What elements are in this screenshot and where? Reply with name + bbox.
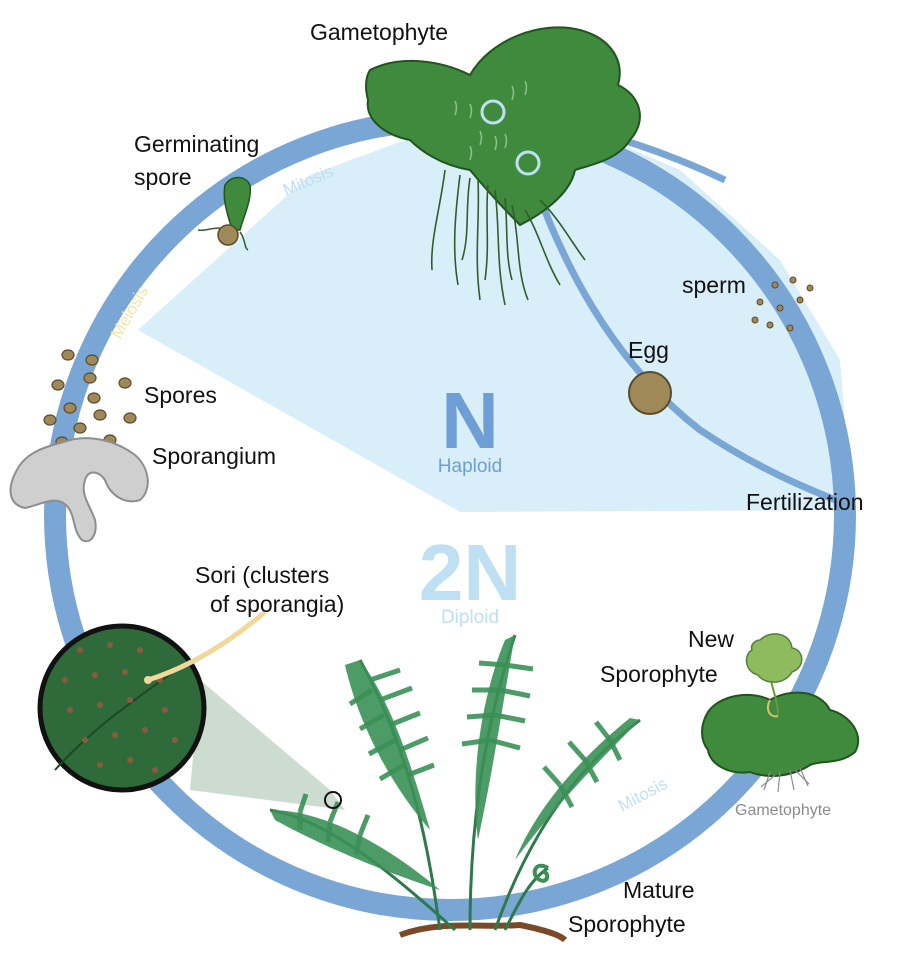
gametophyte-label: Gametophyte xyxy=(310,19,448,45)
germinating-spore-illustration xyxy=(197,176,252,251)
diploid-name: Diploid xyxy=(441,607,499,628)
egg-label: Egg xyxy=(628,337,669,363)
germinating-spore-label-line2: spore xyxy=(134,164,192,190)
mature-sporophyte-label-line2: Sporophyte xyxy=(568,911,686,937)
sperm-label: sperm xyxy=(682,272,746,298)
egg-cell xyxy=(628,371,672,415)
haploid-symbol: N xyxy=(441,376,499,465)
haploid-region xyxy=(138,118,852,512)
gametophyte-illustration xyxy=(364,26,641,306)
antheridium-marker xyxy=(480,99,506,125)
mature-sporophyte-illustration xyxy=(269,634,641,943)
magnification-beam xyxy=(190,680,345,810)
gametophyte-small-label: Gametophyte xyxy=(735,802,831,819)
archegonium-marker xyxy=(515,150,541,176)
fertilization-label: Fertilization xyxy=(746,489,864,515)
spores-label: Spores xyxy=(144,382,217,408)
mitosis-bottom-label: Mitosis xyxy=(615,774,671,816)
frond-sori-marker xyxy=(324,791,342,809)
haploid-name: Haploid xyxy=(438,456,502,477)
sori-pointer-dot xyxy=(144,676,152,684)
sperm-path xyxy=(524,163,850,509)
sori-pointer-line xyxy=(147,610,267,683)
mature-sporophyte-label-line1: Mature xyxy=(623,877,695,903)
new-sporophyte-illustration xyxy=(701,633,860,793)
diploid-symbol: 2N xyxy=(419,528,521,617)
new-sporophyte-label-line2: Sporophyte xyxy=(600,661,718,687)
sporangium-label: Sporangium xyxy=(152,443,276,469)
new-sporophyte-label-line1: New xyxy=(688,626,734,652)
sori-label-line2: of sporangia) xyxy=(210,591,344,617)
sporangium-illustration xyxy=(9,437,149,543)
sperm-cells xyxy=(751,276,814,332)
germinating-spore-label-line1: Germinating xyxy=(134,131,259,157)
sori-label-line1: Sori (clusters xyxy=(195,562,329,588)
sori-dots xyxy=(62,642,178,773)
sori-magnified-view xyxy=(37,623,207,793)
